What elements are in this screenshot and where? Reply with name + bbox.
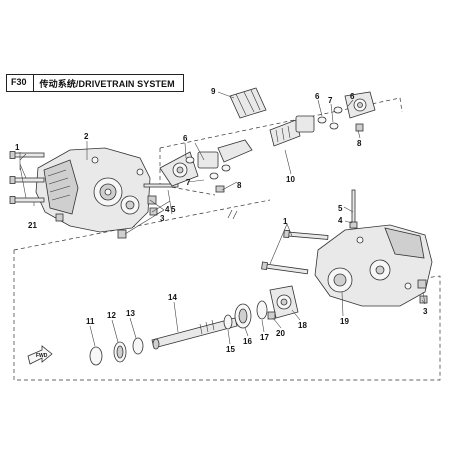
callout-8-front: 8 bbox=[237, 181, 242, 190]
callout-20: 20 bbox=[276, 329, 285, 338]
callout-21: 21 bbox=[28, 221, 37, 230]
callout-13: 13 bbox=[126, 309, 135, 318]
callout-6-rear-a: 6 bbox=[315, 92, 320, 101]
callout-9: 9 bbox=[211, 87, 216, 96]
callout-12: 12 bbox=[107, 311, 116, 320]
rear-driveshaft bbox=[269, 91, 376, 147]
front-driveshaft bbox=[159, 139, 253, 193]
callout-14: 14 bbox=[168, 293, 177, 302]
front-mount-bolts bbox=[9, 151, 45, 204]
shaft-boot bbox=[229, 87, 267, 119]
callout-10: 10 bbox=[286, 175, 295, 184]
rear-gearcase bbox=[314, 224, 433, 307]
figure-title-box: F30 传动系统/DRIVETRAIN SYSTEM bbox=[6, 74, 184, 92]
callout-numbers: 1 2 3 4 5 6 7 8 9 10 11 12 13 14 15 16 1… bbox=[15, 87, 428, 354]
callout-1-rear: 1 bbox=[283, 217, 288, 226]
callout-16: 16 bbox=[243, 337, 252, 346]
leader-lines bbox=[19, 91, 426, 347]
callout-18: 18 bbox=[298, 321, 307, 330]
callout-7-rear: 7 bbox=[328, 96, 333, 105]
rear-mount-bolts bbox=[261, 189, 428, 304]
front-gearcase bbox=[35, 147, 151, 233]
forward-label: FWD bbox=[36, 353, 48, 359]
callout-19: 19 bbox=[340, 317, 349, 326]
callout-4-front: 4 bbox=[165, 205, 170, 214]
rear-axle-components bbox=[89, 285, 299, 366]
callout-6-front: 6 bbox=[183, 134, 188, 143]
callout-3-rear: 3 bbox=[423, 307, 428, 316]
callout-2: 2 bbox=[84, 132, 89, 141]
forward-arrow: FWD bbox=[27, 345, 53, 365]
callout-3-front: 3 bbox=[160, 214, 165, 223]
figure-code: F30 bbox=[7, 75, 34, 91]
callout-15: 15 bbox=[226, 345, 235, 354]
figure-title: 传动系统/DRIVETRAIN SYSTEM bbox=[39, 79, 175, 89]
callout-17: 17 bbox=[260, 333, 269, 342]
callout-7-front: 7 bbox=[186, 178, 191, 187]
front-fasteners bbox=[55, 183, 179, 239]
callout-8-rear: 8 bbox=[357, 139, 362, 148]
callout-5-front: 5 bbox=[171, 205, 176, 214]
callout-11: 11 bbox=[86, 317, 95, 326]
callout-5-rear: 5 bbox=[338, 204, 343, 213]
callout-6-rear-b: 6 bbox=[350, 92, 355, 101]
callout-1-front: 1 bbox=[15, 143, 20, 152]
callout-4-rear: 4 bbox=[338, 216, 343, 225]
